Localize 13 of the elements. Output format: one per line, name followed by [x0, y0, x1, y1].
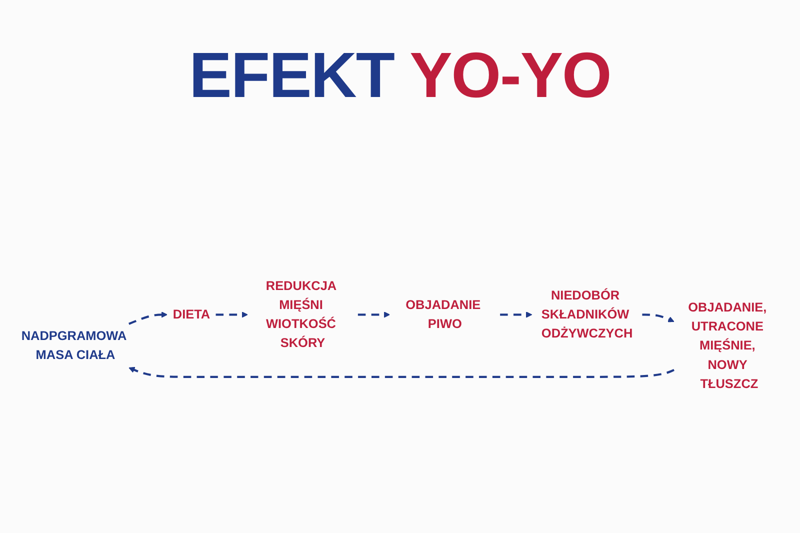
arrow	[500, 312, 532, 318]
arrow	[128, 366, 674, 378]
node-text: DIETA	[172, 307, 210, 322]
node-text: NIEDOBÓR SKŁADNIKÓW ODŻYWCZYCH	[541, 288, 633, 340]
title: EFEKT YO-YO	[188, 40, 612, 110]
arrow	[216, 312, 248, 318]
node-text: OBJADANIE, UTRACONE MIĘŚNIE, NOWY TŁUSZCZ	[688, 300, 767, 391]
arrow	[128, 312, 168, 325]
node-text: OBJADANIE PIWO	[406, 298, 481, 331]
arrow	[642, 314, 674, 322]
node-text: NADPGRAMOWA MASA CIAŁA	[21, 328, 126, 362]
node-text: REDUKCJA MIĘŚNI WIOTKOŚĆ SKÓRY	[266, 278, 336, 350]
arrow	[358, 312, 390, 318]
